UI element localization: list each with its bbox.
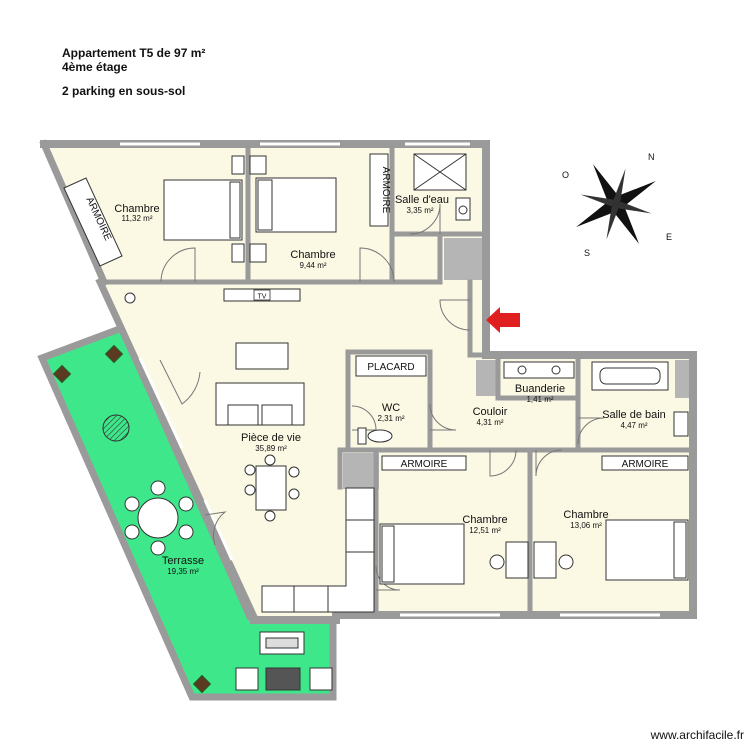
footer-watermark: www.archifacile.fr (650, 728, 744, 742)
compass-n: N (648, 152, 655, 162)
placard: PLACARD (355, 355, 427, 377)
bed-chambre4 (533, 519, 689, 581)
room-area: 11,32 m² (122, 214, 153, 223)
room-area: 19,35 m² (167, 567, 199, 576)
room-name: Buanderie (515, 383, 565, 395)
compass-e: E (666, 232, 672, 242)
plan-floor: 4ème étage (62, 60, 128, 74)
kitchen-counter (261, 487, 375, 613)
shaft (476, 360, 498, 396)
armoire-chambre2: ARMOIRE (369, 153, 391, 227)
room-area: 4,31 m² (476, 418, 503, 427)
room-name: Chambre (462, 514, 507, 526)
entrance-arrow (486, 307, 520, 333)
room-name: Salle de bain (602, 409, 666, 421)
compass-s: S (584, 248, 590, 258)
bed-chambre3 (379, 523, 529, 585)
room-name: Chambre (290, 249, 335, 261)
room-name: Couloir (473, 406, 508, 418)
room-name: Chambre (563, 509, 608, 521)
room-name: Salle d'eau (395, 194, 449, 206)
room-labels: Chambre 11,32 m² Chambre 9,44 m² Salle d… (114, 194, 665, 576)
room-area: 3,35 m² (406, 206, 433, 215)
room-area: 35,89 m² (255, 444, 287, 453)
compass-o: O (562, 170, 569, 180)
placard-label: PLACARD (367, 362, 414, 373)
room-area: 4,47 m² (620, 421, 647, 430)
room-area: 2,31 m² (377, 414, 404, 423)
shaft (444, 238, 482, 280)
plan-parking: 2 parking en sous-sol (62, 84, 186, 98)
armoire-label: ARMOIRE (380, 167, 391, 214)
room-name: WC (382, 402, 400, 414)
bed-chambre2 (249, 155, 337, 263)
laundry-fixtures (503, 361, 575, 379)
armoire-label: ARMOIRE (622, 459, 669, 470)
room-name: Pièce de vie (241, 432, 301, 444)
plan-title: Appartement T5 de 97 m² (62, 46, 206, 60)
armoire-label: ARMOIRE (401, 459, 448, 470)
tv-unit: TV (223, 288, 301, 302)
living-furniture (124, 292, 305, 522)
bathtub (591, 361, 689, 437)
windows (120, 142, 660, 617)
room-name: Terrasse (162, 555, 204, 567)
room-name: Chambre (114, 203, 159, 215)
shaft (675, 360, 689, 398)
room-area: 1,41 m² (526, 395, 553, 404)
armoire-chambre4: ARMOIRE (601, 455, 689, 471)
tv-label: TV (258, 294, 267, 301)
walls (39, 139, 697, 624)
terrace-furniture (102, 414, 333, 691)
room-area: 9,44 m² (299, 261, 326, 270)
shower (413, 153, 471, 221)
room-area: 12,51 m² (469, 526, 501, 535)
room-area: 13,06 m² (570, 521, 602, 530)
wc-fixture (357, 427, 393, 445)
shaft (343, 453, 379, 489)
bed-chambre1 (163, 155, 245, 263)
compass-rose (576, 164, 656, 244)
armoire-chambre3: ARMOIRE (381, 455, 467, 471)
plants (52, 344, 212, 694)
